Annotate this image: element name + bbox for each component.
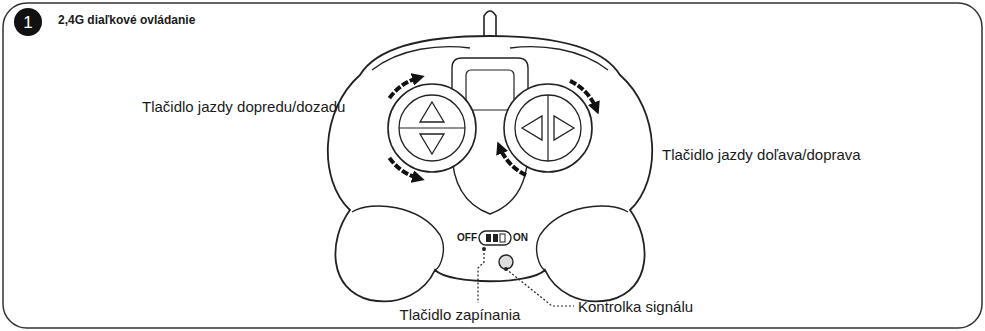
part-label: Tlačidlo jazdy dopredu/dozadu — [142, 98, 345, 115]
remote-body — [328, 36, 652, 301]
panel-border — [3, 3, 982, 328]
screen — [466, 70, 514, 110]
signal-led — [499, 255, 513, 269]
leader-line — [478, 249, 484, 303]
part-label: Tlačidlo zapínania — [400, 306, 521, 323]
right-grip — [537, 206, 628, 270]
direction-arrow — [389, 78, 418, 98]
direction-arrow — [500, 147, 526, 175]
switch-label: OFF — [457, 232, 477, 244]
leader-line — [506, 269, 574, 306]
left-grip — [352, 206, 443, 270]
forward-back-dial — [388, 84, 476, 172]
part-label: Kontrolka signálu — [578, 298, 693, 315]
step-circle: 1 — [14, 8, 42, 36]
part-label: Tlačidlo jazdy doľava/doprava — [662, 146, 861, 163]
title: 2,4G diaľkové ovládanie — [58, 14, 195, 28]
power-switch — [479, 231, 511, 245]
left-right-dial — [504, 84, 592, 172]
switch-label: ON — [513, 232, 528, 244]
direction-arrows — [389, 78, 596, 178]
callout-number: 1 — [23, 14, 32, 31]
direction-arrow — [570, 81, 596, 109]
direction-arrow — [389, 158, 418, 178]
